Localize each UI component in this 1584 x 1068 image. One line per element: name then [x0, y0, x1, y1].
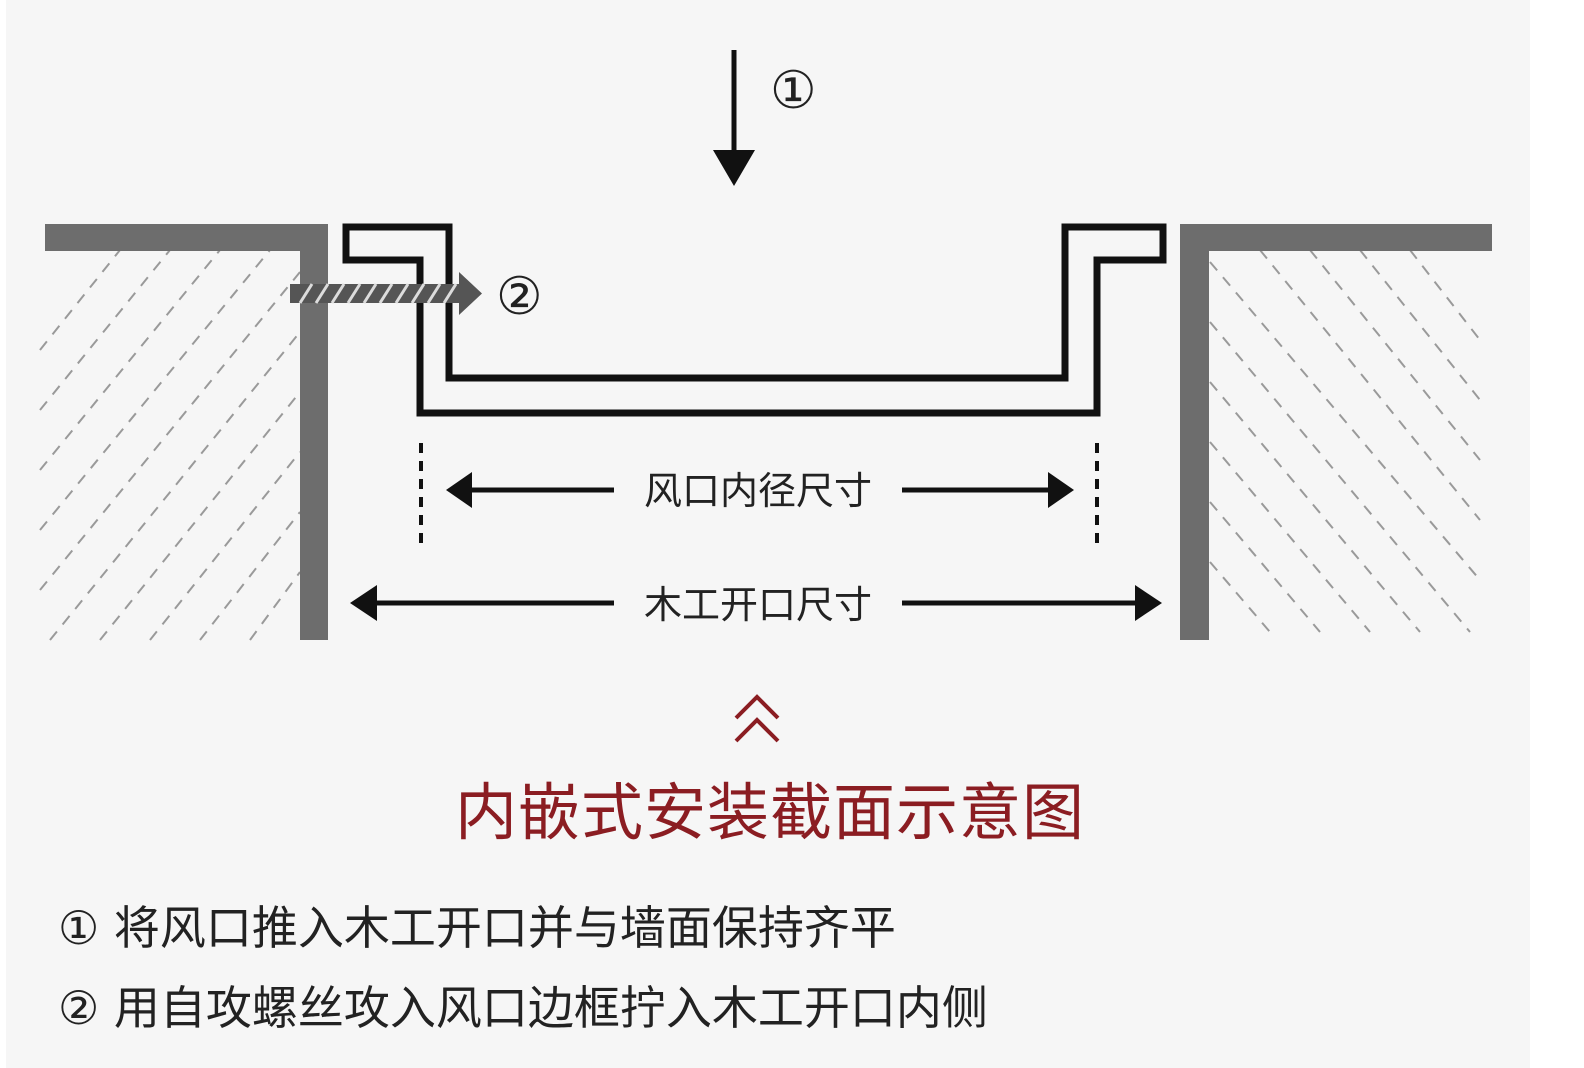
step1-marker: ① — [770, 61, 817, 121]
step2-marker: ② — [496, 267, 543, 327]
inner-diameter-label: 风口内径尺寸 — [644, 469, 872, 513]
opening-dimension — [350, 585, 1162, 621]
instruction-step-1: ① 将风口推入木工开口并与墙面保持齐平 — [58, 901, 896, 955]
vent-frame-outline — [342, 223, 1167, 417]
background-panel — [6, 0, 1530, 1068]
push-in-arrow — [713, 50, 755, 186]
chevron-up-icon — [734, 694, 780, 743]
opening-label: 木工开口尺寸 — [644, 583, 872, 627]
instruction-list: ① 将风口推入木工开口并与墙面保持齐平 ② 用自攻螺丝攻入风口边框拧入木工开口内… — [58, 888, 988, 1048]
left-wall — [45, 224, 328, 640]
left-wall-hatch — [39, 249, 301, 641]
inner-diameter-dimension — [446, 472, 1074, 508]
right-wall — [1180, 224, 1492, 640]
diagram-title: 内嵌式安装截面示意图 — [454, 776, 1085, 849]
screw — [290, 272, 482, 315]
instruction-step-2: ② 用自攻螺丝攻入风口边框拧入木工开口内侧 — [58, 981, 988, 1035]
right-wall-hatch — [1209, 249, 1481, 633]
